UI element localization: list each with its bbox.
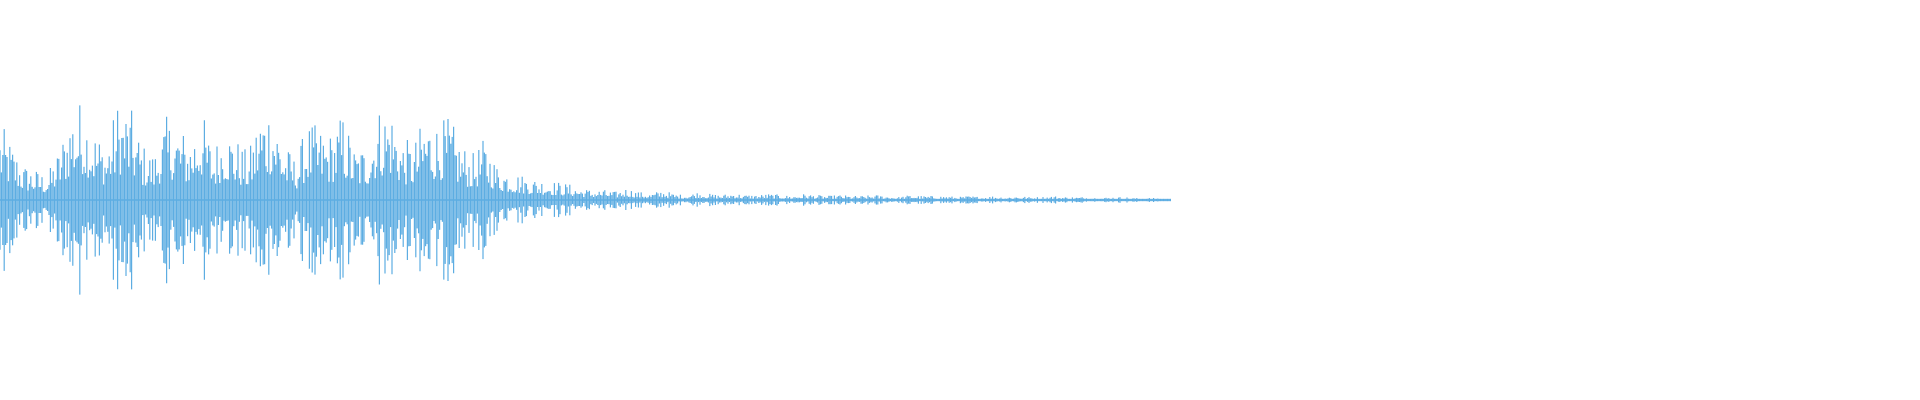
waveform-samples — [0, 105, 1172, 295]
